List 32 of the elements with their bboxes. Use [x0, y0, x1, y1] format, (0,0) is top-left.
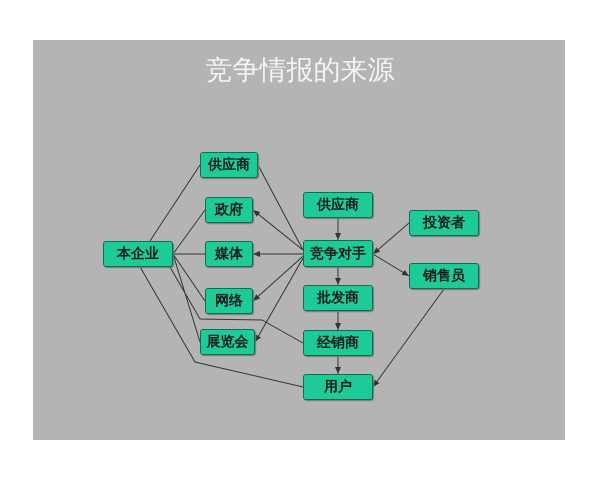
arrow: [252, 256, 304, 302]
process-box: 网络: [205, 288, 253, 314]
arrow: [335, 356, 341, 374]
arrow: [335, 310, 341, 330]
process-box: 销售员: [409, 263, 479, 289]
arrow: [372, 288, 444, 388]
connector-line: [172, 254, 206, 302]
process-box: 政府: [205, 197, 253, 223]
arrow: [335, 218, 341, 240]
connector-line: [172, 210, 206, 254]
arrow: [254, 258, 304, 342]
arrow: [252, 210, 304, 250]
process-box: 用户: [303, 374, 373, 400]
process-box: 供应商: [200, 152, 258, 178]
connector-line: [140, 266, 304, 388]
process-box: 本企业: [103, 241, 173, 267]
title: 竞争情报的来源: [204, 54, 396, 88]
arrow: [335, 266, 341, 286]
arrow: [372, 254, 410, 276]
process-box: 媒体: [205, 241, 253, 267]
connector-line: [149, 164, 200, 242]
process-box: 批发商: [303, 285, 373, 311]
connector-line: [170, 266, 304, 344]
connector-line: [258, 164, 304, 250]
process-box: 经销商: [303, 330, 373, 356]
connector-line: [172, 254, 200, 342]
arrow: [372, 222, 410, 255]
process-box: 供应商: [303, 192, 373, 218]
process-box: 竞争对手: [303, 240, 373, 267]
process-box: 展览会: [200, 329, 255, 355]
arrow: [252, 251, 304, 257]
process-box: 投资者: [409, 210, 479, 236]
